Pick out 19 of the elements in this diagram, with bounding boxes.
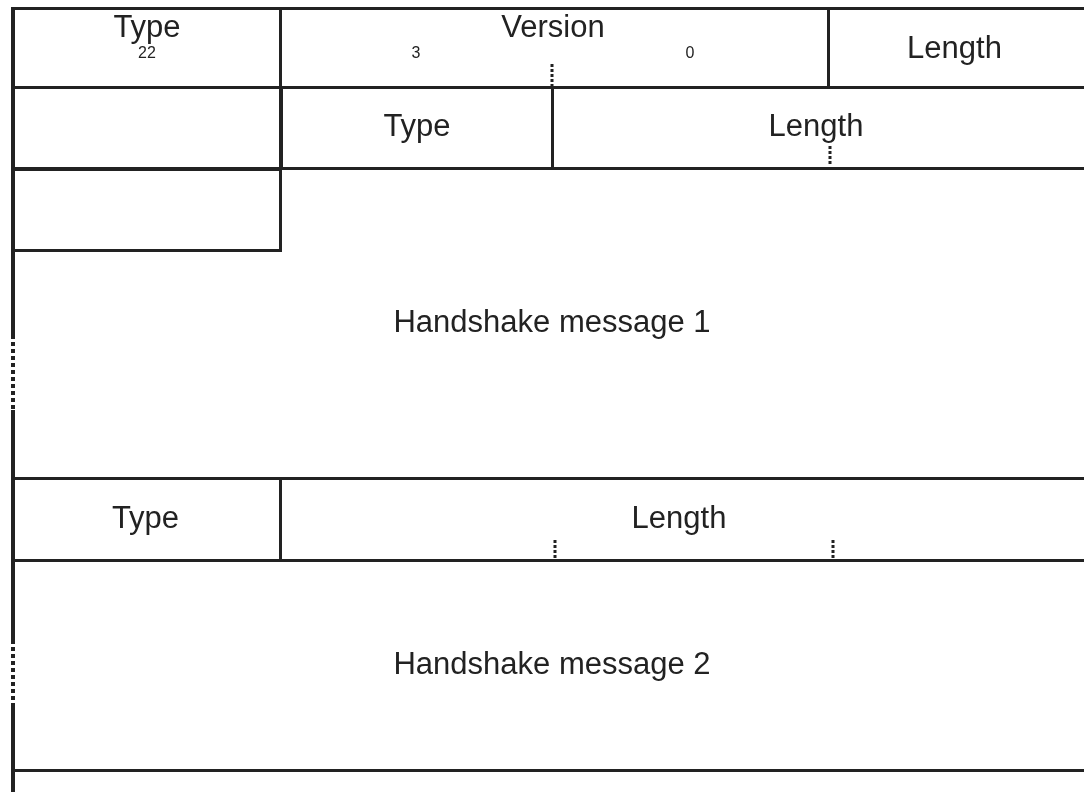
- field-value: 22: [138, 44, 156, 62]
- field-cell: [12, 7, 282, 89]
- field-cell: [279, 86, 554, 170]
- field-name: Version: [501, 10, 605, 45]
- empty-field-cell: [12, 168, 282, 252]
- field-name: Type: [113, 10, 181, 45]
- field-value: 0: [684, 44, 696, 62]
- field-name: Length: [631, 500, 727, 536]
- field-name: Length: [768, 109, 864, 144]
- field-name: Length: [907, 30, 1002, 66]
- field-name: Handshake message 2: [393, 646, 711, 682]
- field-cell: [279, 7, 830, 89]
- field-name: Handshake message 1: [393, 305, 711, 340]
- field-name: Type: [383, 109, 451, 144]
- field-value: 3: [410, 44, 422, 62]
- field-cell: [12, 477, 282, 562]
- field-cell: [827, 7, 1084, 89]
- field-cell: [12, 168, 1084, 480]
- field-name: Type: [111, 500, 180, 536]
